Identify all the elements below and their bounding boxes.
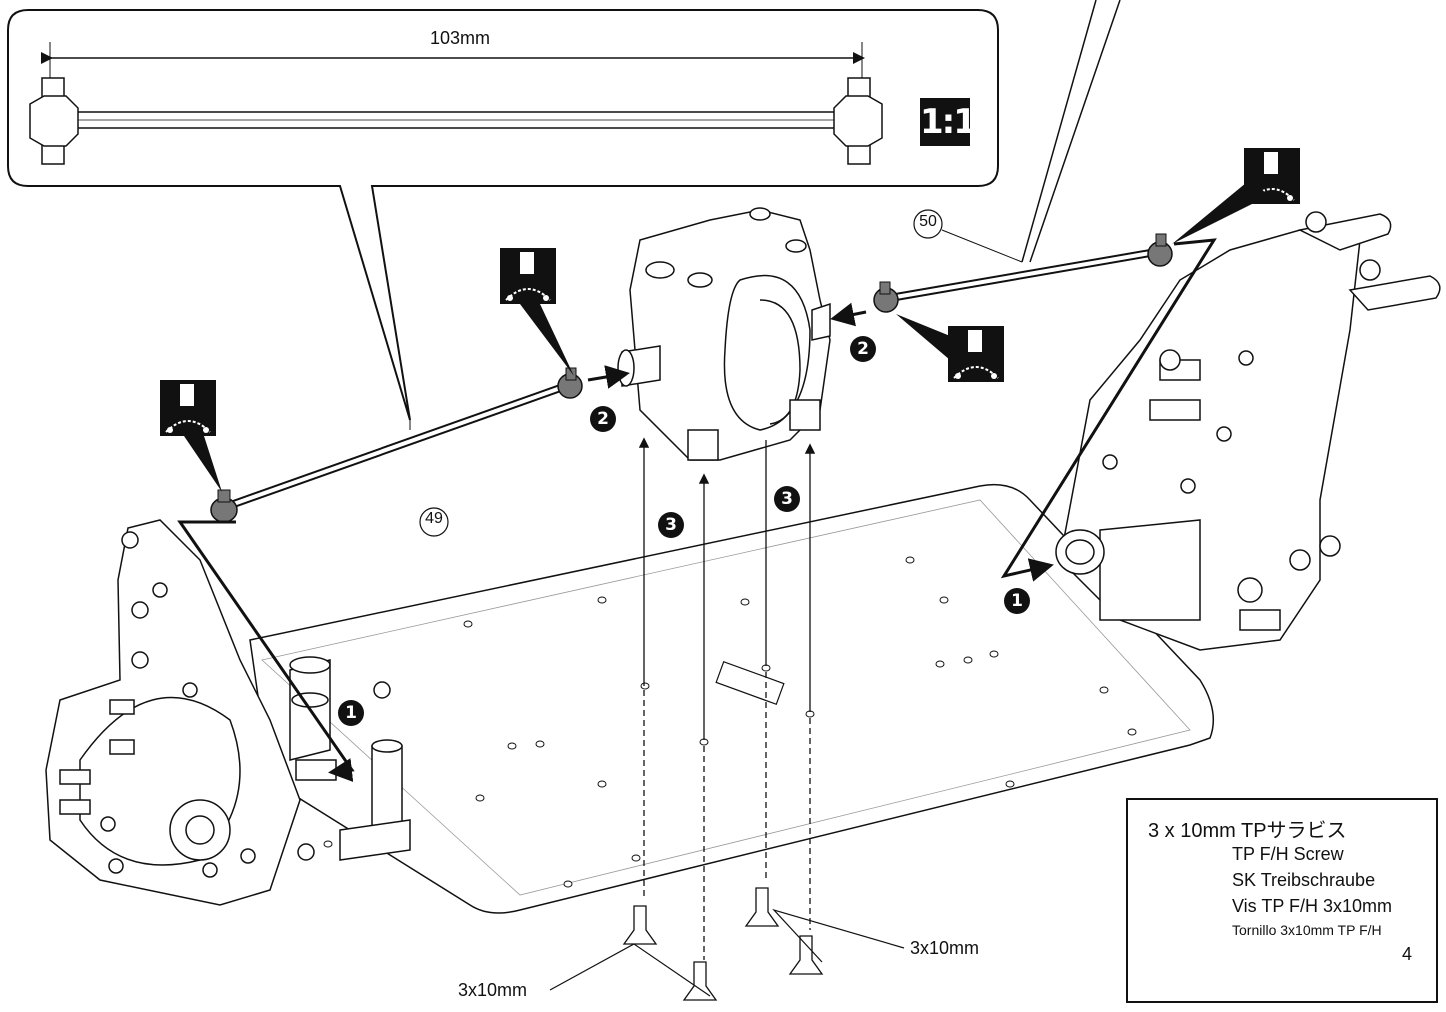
step-2-badge: 2 xyxy=(590,406,616,432)
grease-icon xyxy=(160,380,222,492)
screw-name-fr: Vis TP F/H 3x10mm xyxy=(1232,896,1393,916)
screw-label-right: 3x10mm xyxy=(910,938,980,958)
part-50-label: 50 xyxy=(919,213,937,230)
screw-name-es: Tornillo 3x10mm TP F/H xyxy=(1232,922,1382,938)
center-gearbox xyxy=(617,207,831,461)
grease-icon xyxy=(500,248,574,376)
chassis-plate xyxy=(249,483,1215,914)
screw-icon xyxy=(622,887,824,1001)
step-3-badge: 3 xyxy=(774,486,800,512)
grease-icon xyxy=(896,314,1004,382)
part-number-49 xyxy=(419,507,449,537)
screw-name-en: TP F/H Screw xyxy=(1232,844,1344,864)
shaft-length-label: 103mm xyxy=(430,28,491,48)
screw-name-de: SK Treibschraube xyxy=(1232,870,1376,890)
rear-gearbox xyxy=(45,519,411,906)
shaft-50 xyxy=(873,233,1173,313)
screw-legend-box: 3 x 10mm TPサラビス TP F/H Screw SK Treibsch… xyxy=(1126,798,1438,1003)
front-gearbox xyxy=(1055,211,1441,651)
part-number-50 xyxy=(913,209,943,239)
callout-box xyxy=(7,9,999,421)
screw-label-left: 3x10mm xyxy=(458,980,528,1000)
screw-name-ja: 3 x 10mm TPサラビス xyxy=(1148,820,1347,842)
step-3-badge: 3 xyxy=(658,512,684,538)
shaft-49 xyxy=(210,367,583,523)
grease-icon xyxy=(1172,148,1300,244)
step-1-badge: 1 xyxy=(338,700,364,726)
part-49-label: 49 xyxy=(425,510,443,527)
step-2-badge: 2 xyxy=(850,336,876,362)
screw-quantity: 4 xyxy=(1402,944,1413,964)
scale-badge: 1:1 xyxy=(920,98,977,146)
step-1-badge: 1 xyxy=(1004,588,1030,614)
